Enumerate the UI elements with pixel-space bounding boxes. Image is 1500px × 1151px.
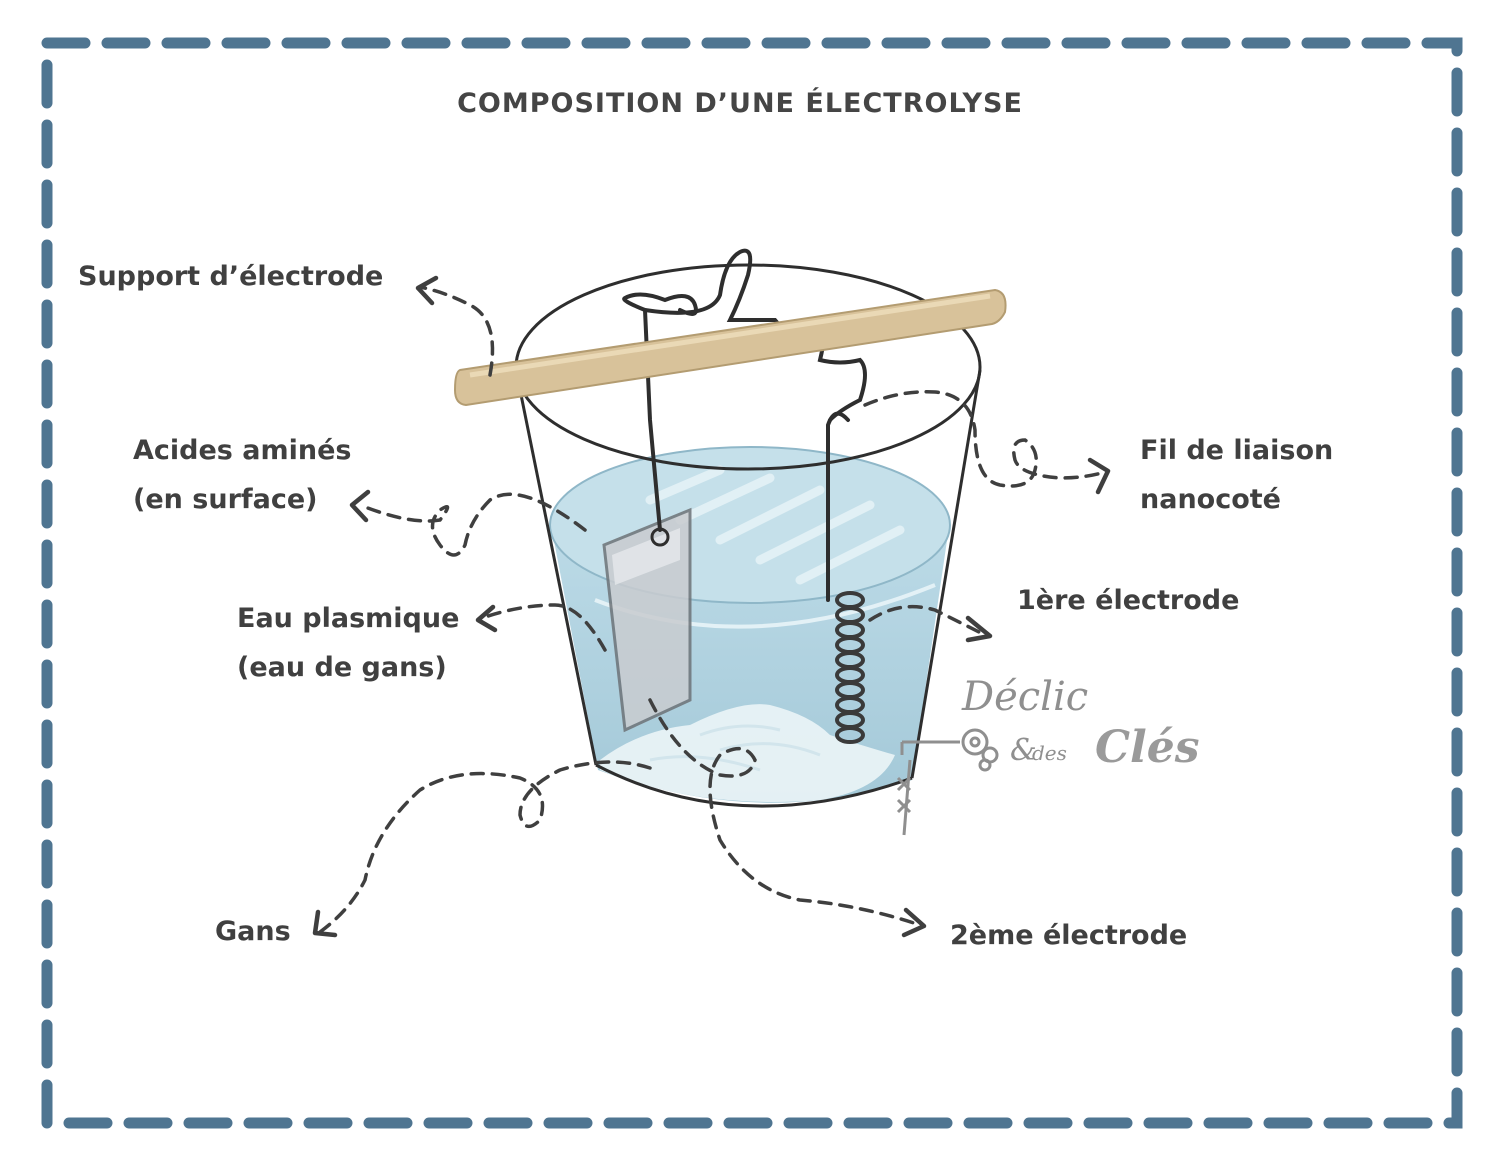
label-fil-line1: Fil de liaison — [1140, 435, 1334, 466]
label-acides-line1: Acides aminés — [133, 435, 352, 466]
label-2eme-text: 2ème électrode — [950, 920, 1188, 951]
arrowhead-1ere — [965, 615, 993, 643]
arrow-fil — [863, 390, 1107, 488]
logo-des: des — [1032, 741, 1067, 765]
label-support-electrode: Support d’électrode — [78, 252, 383, 301]
arrowhead-eau — [475, 604, 498, 633]
label-eau-line2: (eau de gans) — [237, 652, 447, 683]
arrow-acides — [358, 492, 587, 557]
logo-ampersand: & — [1010, 733, 1037, 768]
cup-wall-right — [910, 369, 982, 779]
label-gans-text: Gans — [215, 916, 291, 947]
arrowhead-acides — [349, 489, 371, 523]
wire-right — [826, 411, 850, 602]
arrow-gans — [318, 760, 652, 934]
cup-bottom — [595, 763, 913, 808]
wooden-stick — [453, 288, 1007, 407]
wire-loop — [643, 248, 867, 422]
arrows — [318, 285, 1107, 934]
logo-declic: Déclic — [961, 674, 1088, 720]
label-fil-line2: nanocoté — [1140, 484, 1281, 515]
cup-wall-left — [514, 369, 598, 766]
label-acides-amines: Acides aminés (en surface) — [133, 426, 351, 524]
arrowhead-gans — [312, 909, 338, 938]
label-1ere-text: 1ère électrode — [1017, 585, 1240, 616]
label-eau-plasmique: Eau plasmique (eau de gans) — [237, 594, 459, 692]
label-fil-liaison: Fil de liaison nanocoté — [1140, 426, 1333, 524]
arrow-eau — [480, 603, 607, 652]
arrowhead-2eme — [901, 907, 927, 938]
arrowhead-support — [415, 275, 439, 306]
label-2eme-electrode: 2ème électrode — [950, 911, 1187, 960]
arrowhead-fil — [1087, 457, 1111, 495]
arrow-1ere — [868, 604, 987, 637]
label-1ere-electrode: 1ère électrode — [1017, 576, 1239, 625]
key-icon — [896, 728, 999, 836]
logo-cles: Clés — [1095, 722, 1200, 773]
coil-electrode — [835, 591, 865, 744]
declic-logo: Déclic & des Clés — [896, 674, 1200, 836]
arrow-support — [418, 285, 495, 377]
diagram-title: COMPOSITION D’UNE ÉLECTROLYSE — [457, 88, 1023, 119]
label-support-text: Support d’électrode — [78, 261, 384, 292]
label-eau-line1: Eau plasmique — [237, 603, 460, 634]
label-gans: Gans — [215, 907, 291, 956]
label-acides-line2: (en surface) — [133, 484, 318, 515]
arrow-2eme — [648, 698, 922, 927]
